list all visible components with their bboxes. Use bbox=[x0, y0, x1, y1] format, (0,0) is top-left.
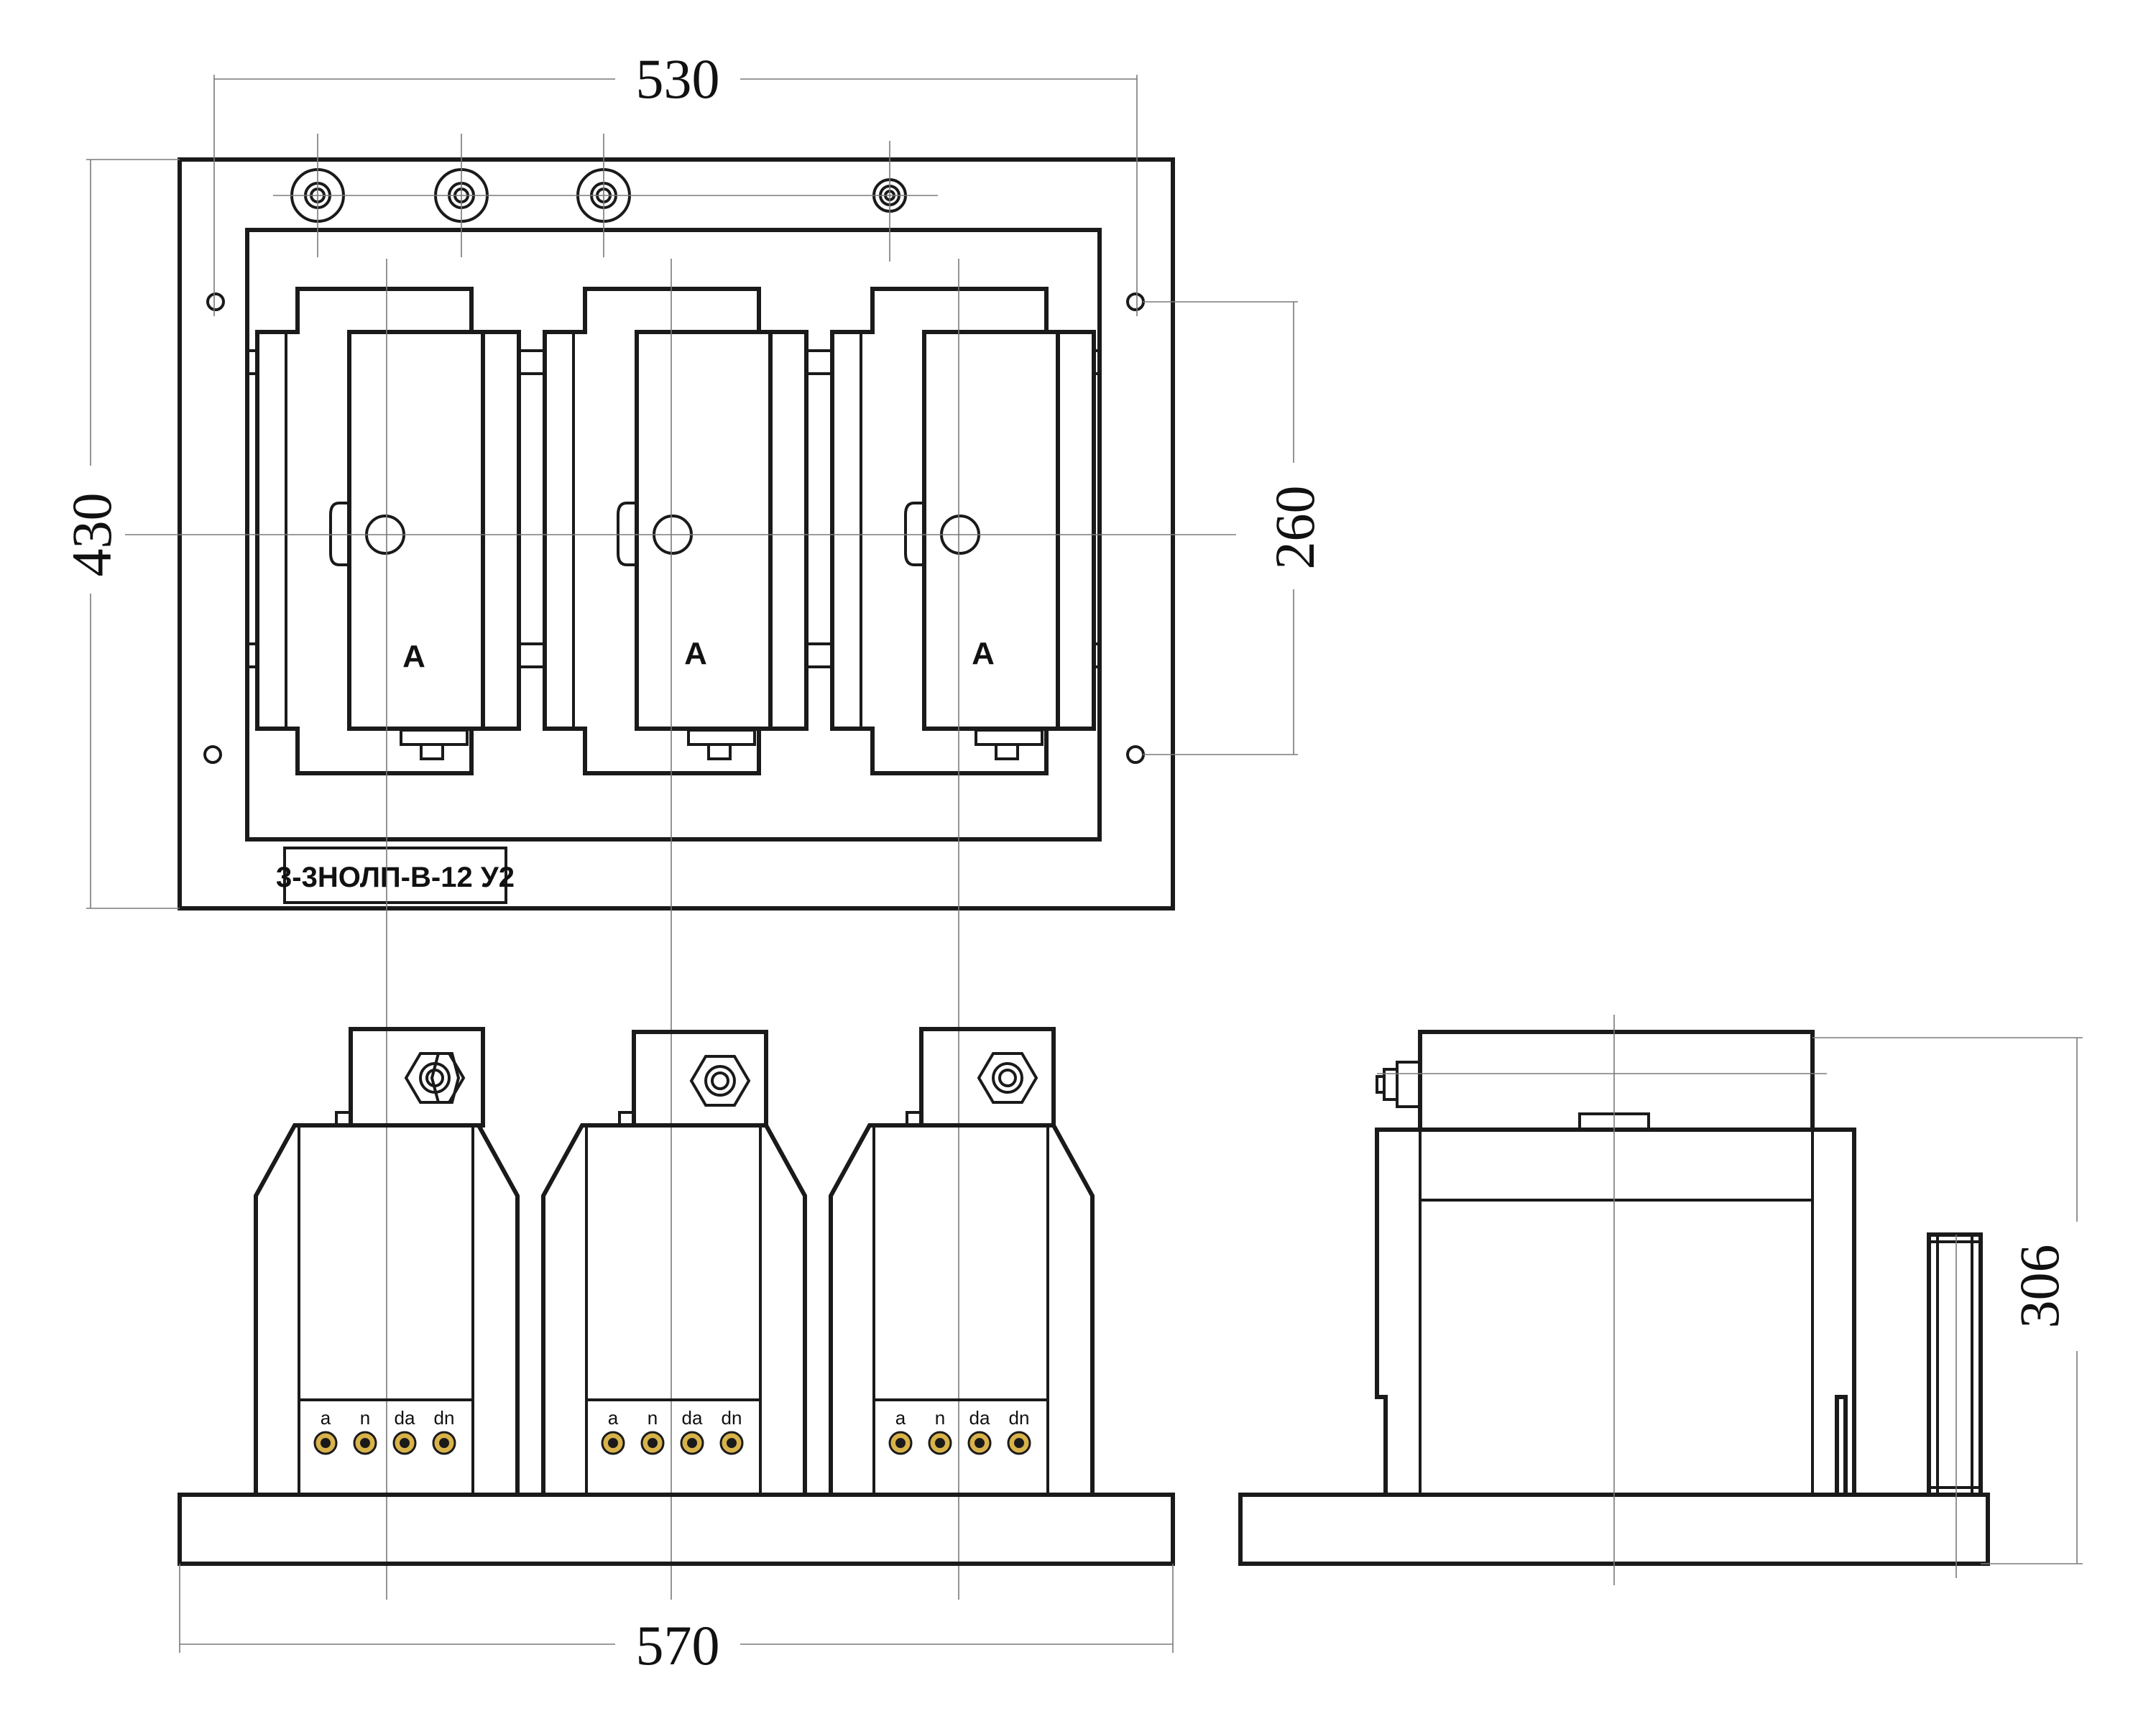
nameplate-text: 3-3НОЛП-В-12 У2 bbox=[276, 862, 515, 893]
transformer-front-1: a n da dn bbox=[254, 1027, 520, 1497]
terminal-row: a n da dn bbox=[313, 1407, 456, 1455]
hex-terminal-icon bbox=[689, 1055, 751, 1107]
terminal-label: dn bbox=[434, 1407, 455, 1429]
terminal-label: n bbox=[935, 1407, 945, 1429]
terminal-label: da bbox=[682, 1407, 703, 1429]
transformer-front-3: a n da dn bbox=[829, 1027, 1095, 1497]
transformer-top-3 bbox=[830, 287, 1096, 775]
side-bracket bbox=[1927, 1232, 1983, 1497]
phase-mark-2: A bbox=[684, 636, 707, 671]
hex-terminal-icon bbox=[404, 1052, 466, 1104]
terminal-row: a n da dn bbox=[888, 1407, 1031, 1455]
top-view: A A A 3-3НОЛП-В-12 У2 bbox=[125, 134, 1236, 1600]
phase-mark-3: A bbox=[972, 636, 995, 671]
terminal-row: a n da dn bbox=[601, 1407, 744, 1455]
dim-260-label: 260 bbox=[1263, 486, 1326, 570]
dim-570-label: 570 bbox=[636, 1614, 720, 1677]
dimension-top-height: 430 bbox=[60, 159, 180, 909]
nameplate-box bbox=[283, 847, 507, 904]
dimension-base-width: 570 bbox=[179, 1564, 1174, 1677]
top-view-outer-plate bbox=[178, 157, 1175, 910]
terminal-label: a bbox=[608, 1407, 619, 1429]
dim-430-label: 430 bbox=[60, 493, 123, 577]
front-view-base bbox=[178, 1493, 1175, 1566]
terminal-label: n bbox=[360, 1407, 370, 1429]
dimension-mount-spacing: 260 bbox=[1143, 301, 1326, 755]
dim-530-label: 530 bbox=[636, 47, 720, 110]
dimension-side-height: 306 bbox=[1812, 1037, 2083, 1564]
side-bolt-icon bbox=[1376, 1061, 1422, 1108]
mount-hole-icon bbox=[1126, 292, 1145, 311]
terminal-label: a bbox=[321, 1407, 331, 1429]
top-bolts bbox=[273, 134, 938, 262]
terminal-label: a bbox=[895, 1407, 906, 1429]
terminal-label: da bbox=[969, 1407, 990, 1429]
terminal-label: da bbox=[395, 1407, 415, 1429]
terminal-label: n bbox=[648, 1407, 658, 1429]
mount-hole-icon bbox=[206, 292, 225, 311]
dim-306-label: 306 bbox=[2008, 1245, 2070, 1329]
mount-hole-icon bbox=[203, 745, 222, 764]
transformer-top-2 bbox=[543, 287, 808, 775]
front-view: a n da dn bbox=[178, 1027, 1175, 1566]
side-view bbox=[1238, 1015, 1990, 1585]
dimension-top-width: 530 bbox=[213, 47, 1138, 316]
terminal-label: dn bbox=[1009, 1407, 1030, 1429]
hex-terminal-icon bbox=[977, 1052, 1038, 1104]
transformer-top-1 bbox=[255, 287, 521, 775]
terminal-label: dn bbox=[722, 1407, 742, 1429]
mounting-holes bbox=[203, 292, 1145, 764]
transformer-front-2: a n da dn bbox=[541, 1030, 807, 1497]
mount-hole-icon bbox=[1126, 745, 1145, 764]
phase-mark-1: A bbox=[402, 639, 425, 674]
